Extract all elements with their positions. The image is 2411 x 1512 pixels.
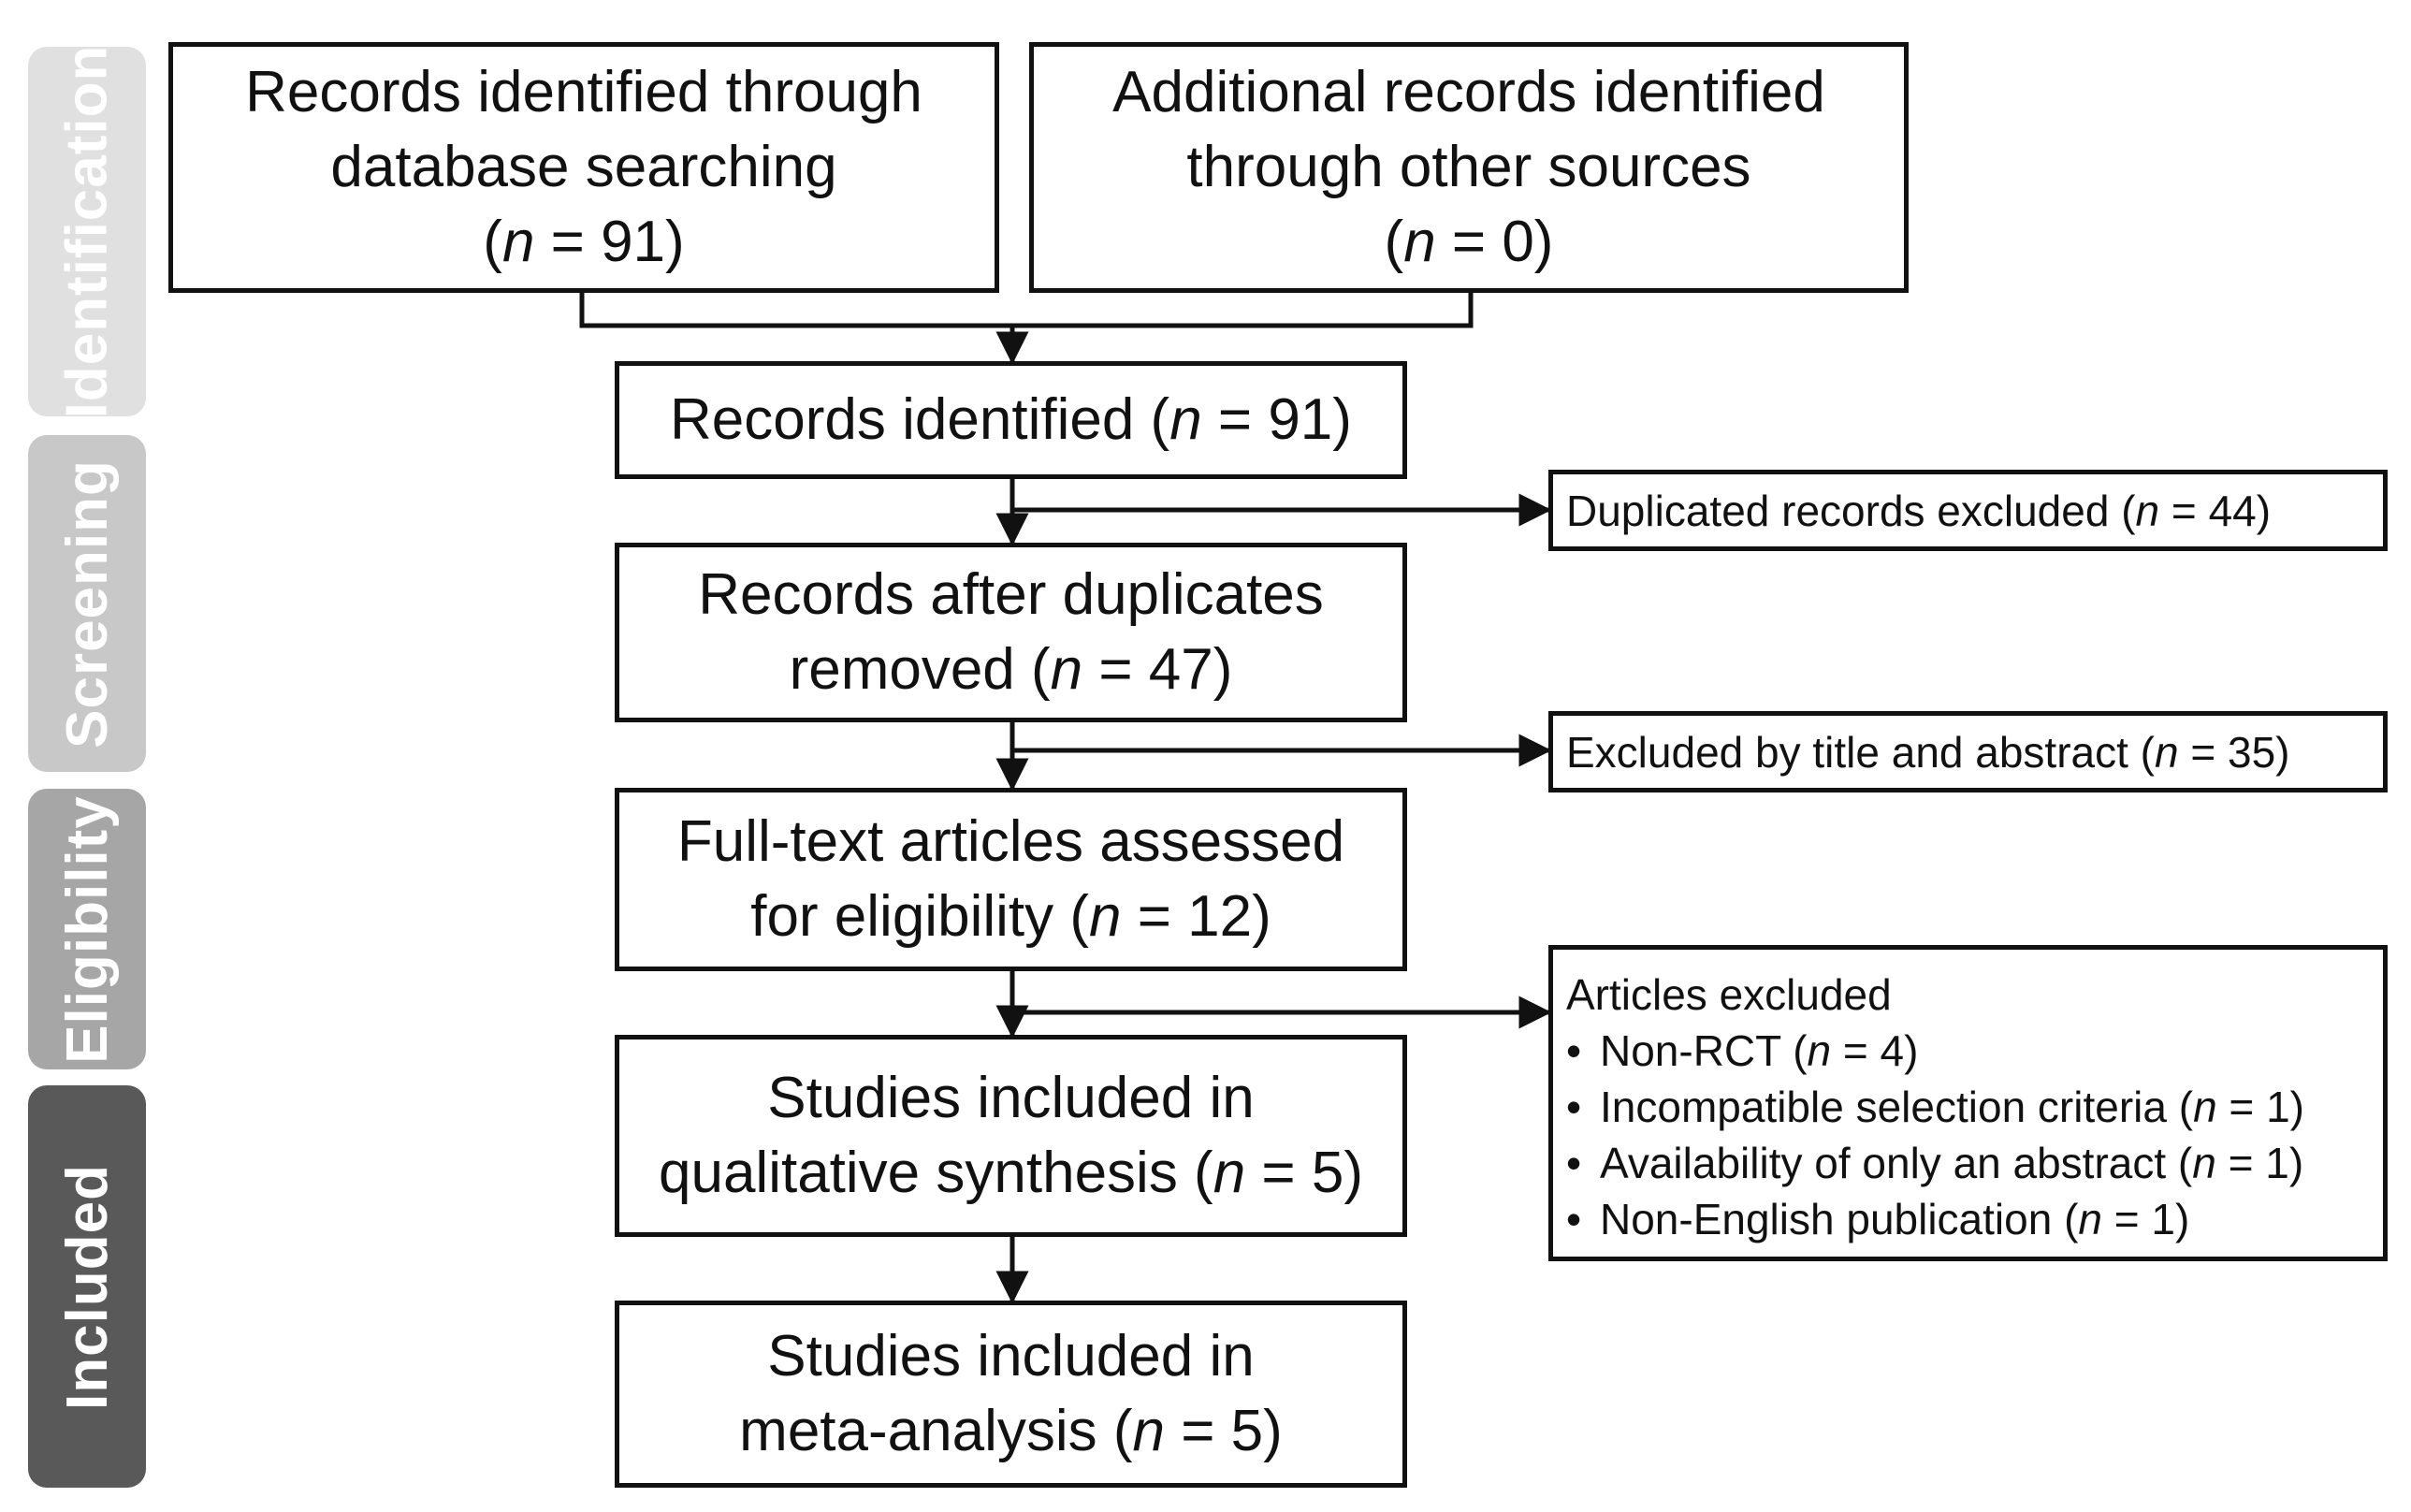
- qualitative-line1: Studies included in: [767, 1066, 1255, 1130]
- database-line1: Records identified through: [245, 60, 922, 124]
- list-item: •Non-English publication (n = 1): [1566, 1195, 2190, 1243]
- merge-connector: [579, 290, 1474, 328]
- box-duplicates-excluded: Duplicated records excluded (n = 44): [1548, 470, 2388, 551]
- phase-identification: Identification: [28, 45, 146, 418]
- box-records-identified: Records identified (n = 91): [615, 361, 1407, 479]
- box-articles-excluded: Articles excluded •Non-RCT (n = 4) •Inco…: [1548, 945, 2388, 1261]
- other-line1: Additional records identified: [1112, 60, 1825, 124]
- box-title-abstract-excluded: Excluded by title and abstract (n = 35): [1548, 711, 2388, 792]
- box-database-searching: Records identified through database sear…: [168, 42, 999, 293]
- box-other-sources: Additional records identified through ot…: [1029, 42, 1909, 293]
- box-full-text: Full-text articles assessed for eligibil…: [615, 788, 1407, 971]
- box-qualitative-synthesis: Studies included in qualitative synthesi…: [615, 1035, 1407, 1237]
- articles-excluded-title: Articles excluded: [1566, 970, 1892, 1019]
- identified-text: Records identified (n = 91): [670, 387, 1352, 452]
- database-line2: database searching: [330, 135, 837, 199]
- phase-included: Included: [28, 1085, 146, 1488]
- phase-eligibility: Eligibility: [28, 789, 146, 1069]
- phase-screening: Screening: [28, 435, 146, 772]
- other-line2: through other sources: [1186, 135, 1751, 199]
- duplicates-excluded-text: Duplicated records excluded (n = 44): [1566, 486, 2272, 535]
- box-meta-analysis: Studies included in meta-analysis (n = 5…: [615, 1301, 1407, 1488]
- list-item: •Non-RCT (n = 4): [1566, 1026, 1919, 1075]
- full-text-count: for eligibility (n = 12): [750, 884, 1271, 949]
- qualitative-count: qualitative synthesis (n = 5): [658, 1141, 1363, 1205]
- after-duplicates-line1: Records after duplicates: [698, 562, 1324, 627]
- meta-count: meta-analysis (n = 5): [739, 1399, 1283, 1463]
- other-count: (n = 0): [1384, 210, 1554, 274]
- full-text-line1: Full-text articles assessed: [676, 809, 1345, 874]
- database-count: (n = 91): [483, 210, 685, 274]
- box-after-duplicates: Records after duplicates removed (n = 47…: [615, 543, 1407, 722]
- after-duplicates-count: removed (n = 47): [789, 637, 1233, 702]
- title-abstract-excluded-text: Excluded by title and abstract (n = 35): [1566, 727, 2290, 777]
- list-item: •Availability of only an abstract (n = 1…: [1566, 1139, 2304, 1187]
- meta-line1: Studies included in: [767, 1324, 1255, 1388]
- list-item: •Incompatible selection criteria (n = 1): [1566, 1083, 2304, 1131]
